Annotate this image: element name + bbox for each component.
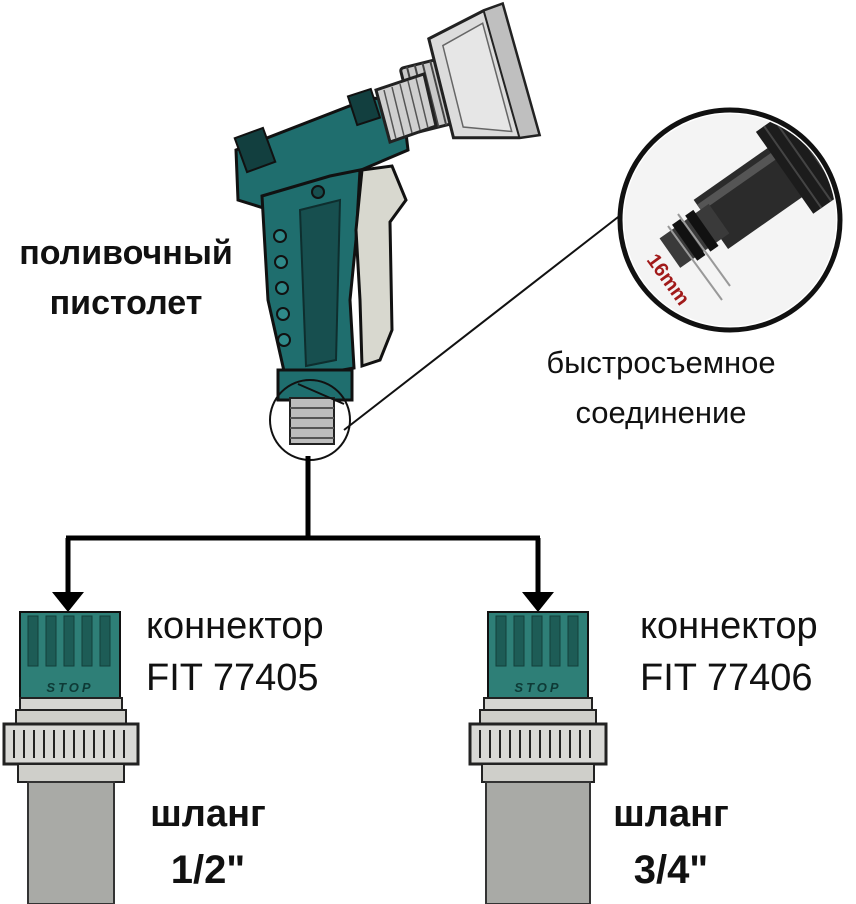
hose-right-label: шланг 3/4" [606, 786, 736, 898]
quick-connect-magnifier: 16mm [617, 107, 843, 333]
hose-right-size: 3/4" [633, 848, 709, 892]
arrow-right [522, 592, 554, 612]
connector-left-illustration: STOP [2, 611, 140, 904]
gun-trigger [354, 164, 408, 369]
quick-connect-label-line2: соединение [575, 395, 747, 430]
spray-gun-illustration [233, 1, 542, 461]
callout-lines [297, 213, 623, 431]
hose-left-size: 1/2" [170, 848, 246, 892]
spray-gun-label: поливочный пистолет [10, 228, 242, 328]
gun-collar [374, 72, 438, 144]
arrow-left [52, 592, 84, 612]
hose-left-tube [27, 781, 115, 904]
spray-gun-label-line1: поливочный [19, 234, 233, 272]
flow-connector-lines [65, 456, 541, 594]
stop-text-right: STOP [514, 680, 561, 695]
hose-right-label-line1: шланг [613, 793, 729, 835]
connector-right-label-line2: FIT 77406 [640, 657, 813, 699]
hose-left-label-line1: шланг [150, 793, 266, 835]
connector-left-label-line1: коннектор [146, 605, 324, 647]
spray-gun-label-line2: пистолет [49, 284, 203, 322]
connector-left-label-line2: FIT 77405 [146, 657, 319, 699]
stop-text-left: STOP [46, 680, 93, 695]
quick-connect-label: быстросъемное соединение [528, 338, 794, 438]
quick-connect-label-line1: быстросъемное [546, 345, 776, 380]
grip-dots [273, 229, 291, 347]
connector-right-label-line1: коннектор [640, 605, 818, 647]
connector-right-label: коннектор FIT 77406 [640, 600, 818, 704]
connector-right-illustration: STOP [468, 611, 608, 904]
dimension-lines [667, 213, 731, 301]
hose-right-tube [485, 781, 591, 904]
connector-left-label: коннектор FIT 77405 [146, 600, 324, 704]
hose-left-label: шланг 1/2" [148, 786, 268, 898]
gun-thread-fitting [289, 397, 335, 445]
